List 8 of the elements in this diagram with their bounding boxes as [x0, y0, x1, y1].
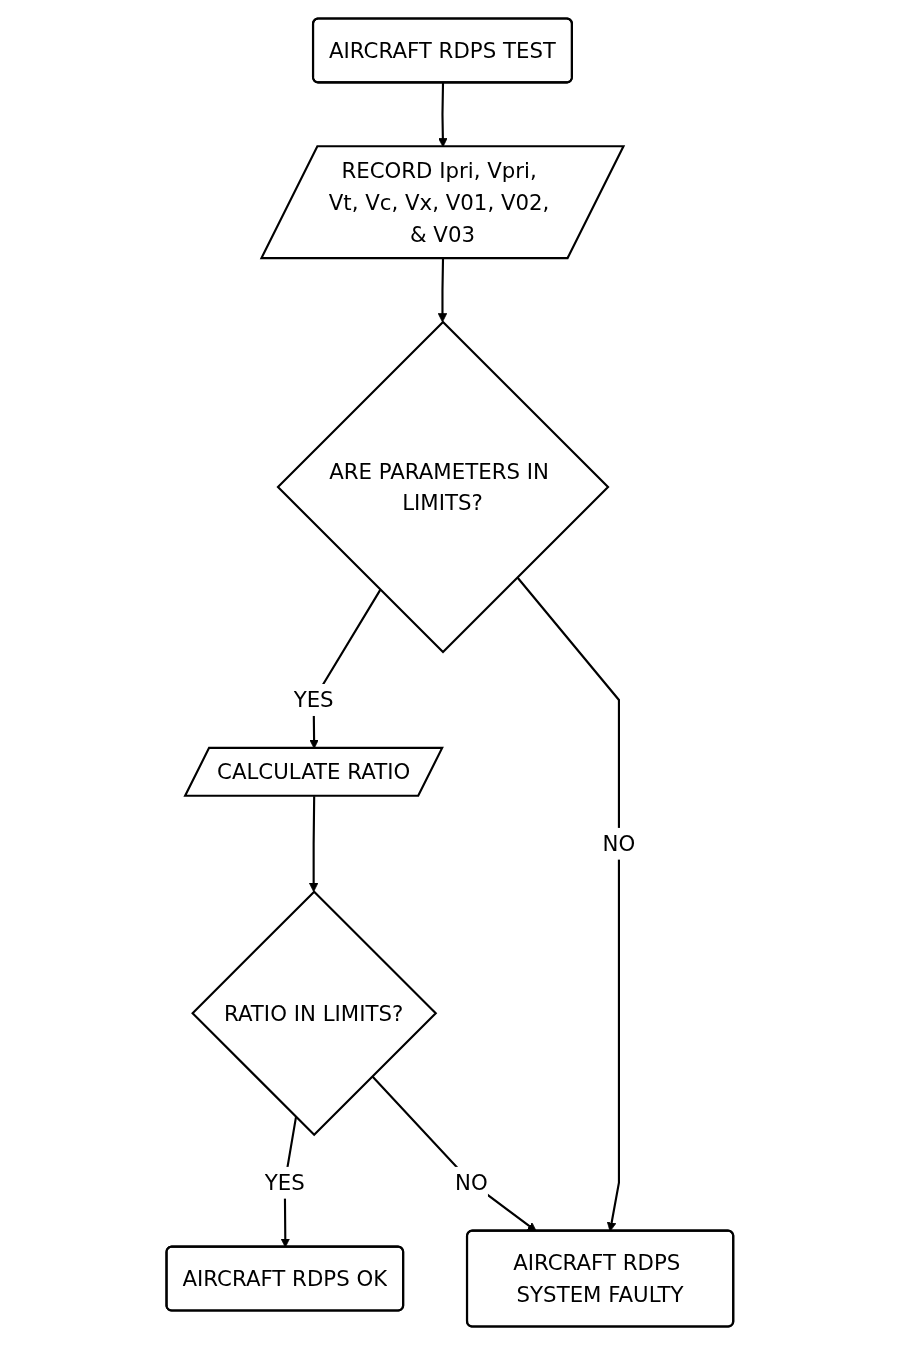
- node-diamond: RATIO IN LIMITS?: [190, 890, 437, 1137]
- node-diamond: ARE PARAMETERS IN LIMITS?: [276, 320, 610, 654]
- edge-label: YES: [293, 687, 334, 713]
- arrow: [437, 258, 447, 323]
- edge-label: NO: [602, 830, 635, 857]
- edge-label: YES: [264, 1169, 305, 1196]
- edge-label: NO: [454, 1169, 488, 1196]
- arrow: [308, 796, 318, 893]
